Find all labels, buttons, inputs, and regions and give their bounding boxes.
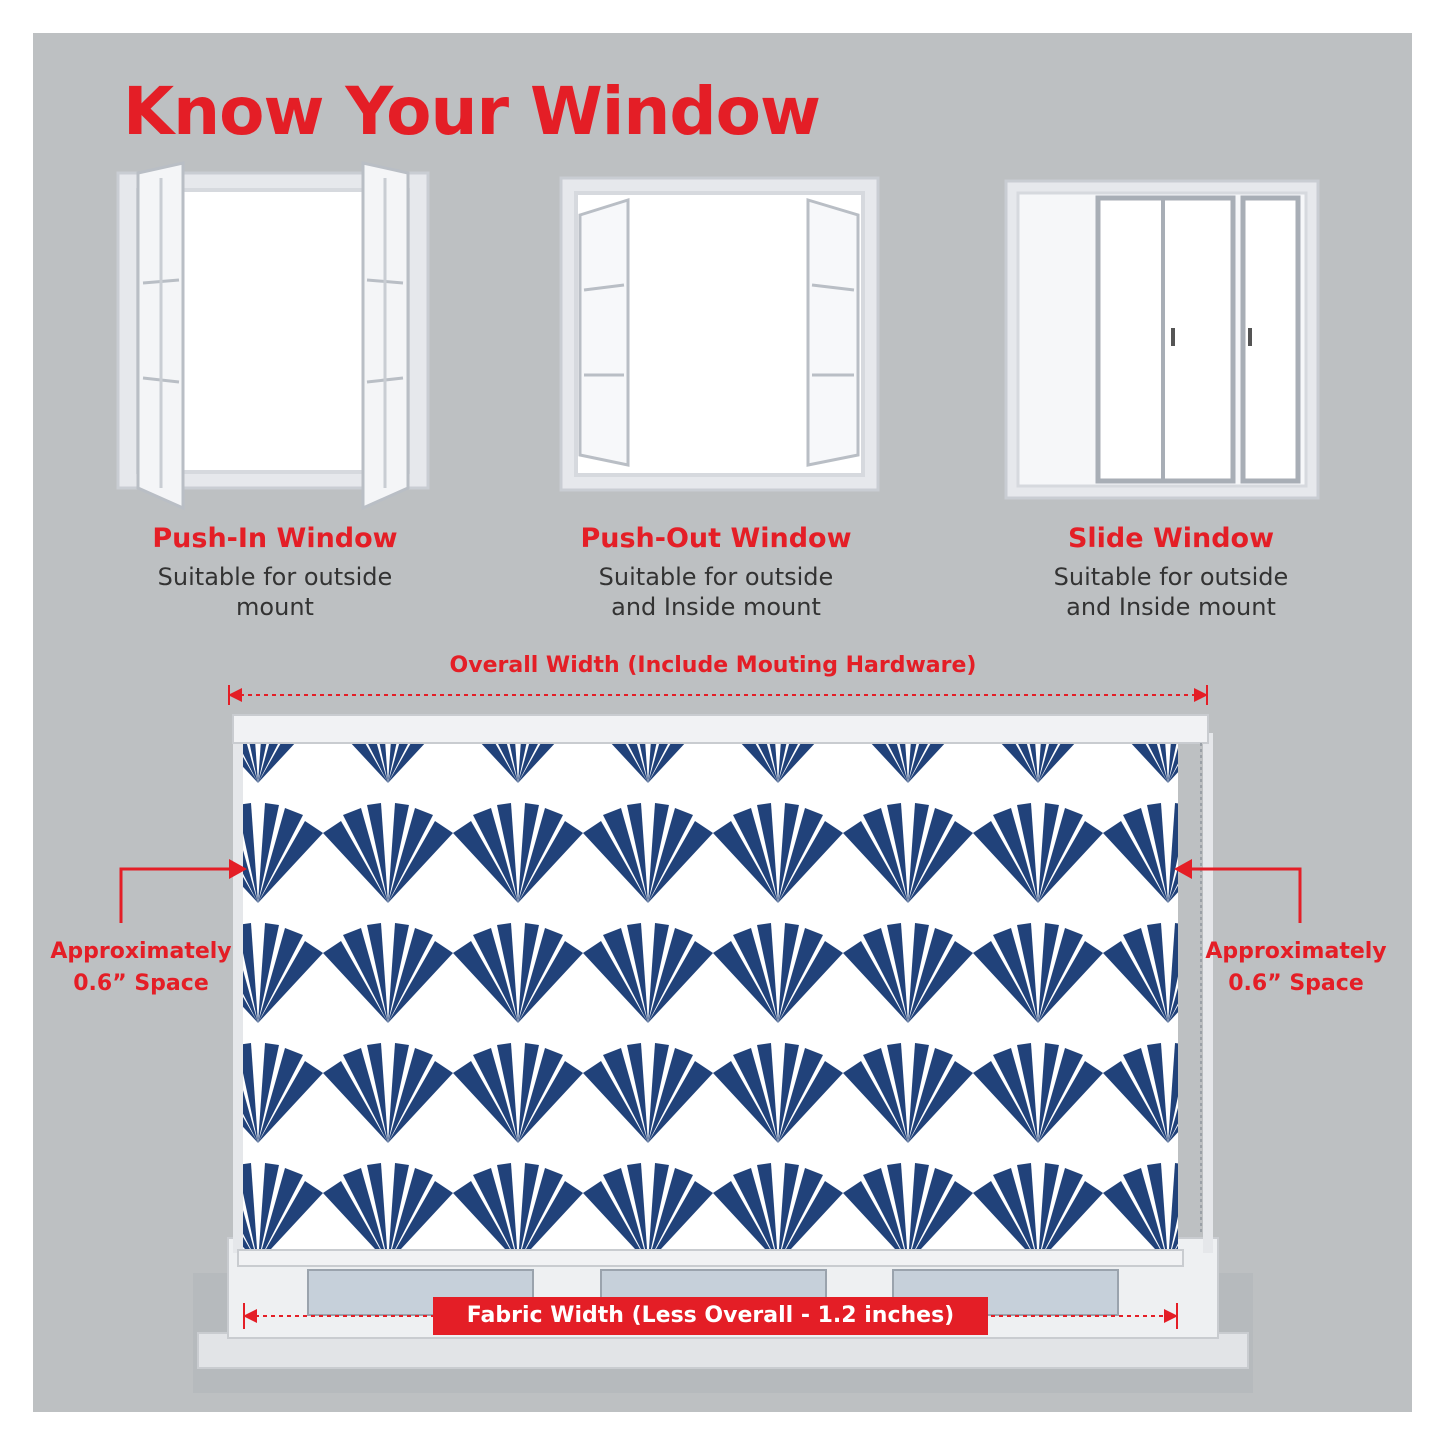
left-space-line2: 0.6” Space (73, 971, 209, 996)
push-out-window-desc-line1: Suitable for outside (598, 563, 834, 591)
right-space-line1: Approximately (1205, 939, 1387, 964)
slide-window-image (1004, 179, 1320, 500)
push-out-window-title: Push-Out Window (580, 523, 852, 554)
push-out-window-label: Push-Out Window Suitable for outside and… (526, 523, 906, 622)
overall-width-label: Overall Width (Include Mouting Hardware) (449, 653, 977, 678)
push-in-window-desc-line1: Suitable for outside (157, 563, 393, 591)
push-out-window-desc-line2: and Inside mount (611, 593, 821, 621)
infographic-panel: Know Your Window Push-In (33, 33, 1412, 1412)
push-in-window-image (116, 161, 430, 511)
slide-window-desc-line1: Suitable for outside (1053, 563, 1289, 591)
right-space-arrow (1174, 859, 1302, 923)
page-title: Know Your Window (123, 73, 821, 150)
roller-blind-image (193, 714, 1253, 1393)
left-space-line1: Approximately (50, 939, 232, 964)
slide-window-desc-line2: and Inside mount (1066, 593, 1276, 621)
push-in-window-title: Push-In Window (152, 523, 398, 554)
slide-window-title: Slide Window (1067, 523, 1275, 554)
right-space-label: Approximately 0.6” Space (1196, 936, 1396, 1000)
fabric-width-label: Fabric Width (Less Overall - 1.2 inches) (433, 1297, 988, 1335)
left-space-arrow (119, 859, 247, 923)
push-in-window-desc-line2: mount (236, 593, 314, 621)
push-out-window-image (559, 176, 880, 492)
fabric-width-arrow (243, 1303, 1178, 1329)
right-space-line2: 0.6” Space (1228, 971, 1364, 996)
overall-width-arrow (228, 685, 1208, 705)
slide-window-label: Slide Window Suitable for outside and In… (981, 523, 1361, 622)
push-in-window-label: Push-In Window Suitable for outside moun… (85, 523, 465, 622)
left-space-label: Approximately 0.6” Space (41, 936, 241, 1000)
